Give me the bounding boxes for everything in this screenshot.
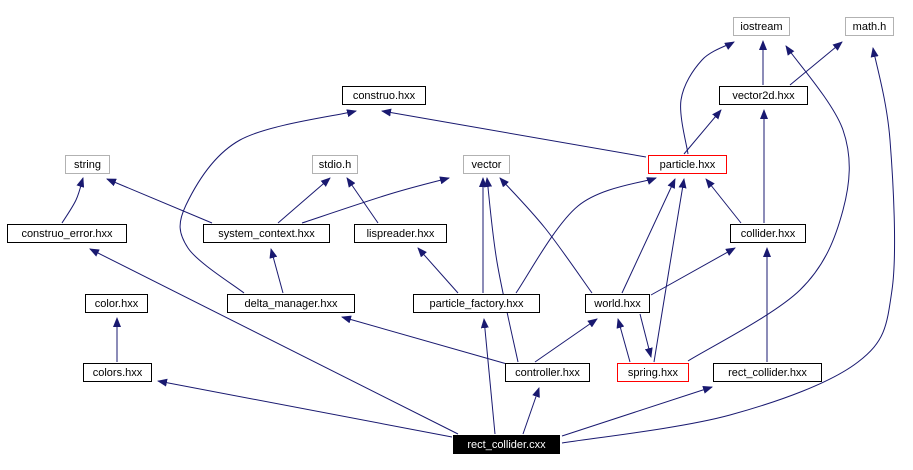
node-string[interactable]: string [65, 155, 110, 174]
edge-collider.hxx-to-particle.hxx [705, 178, 742, 224]
edge-world.hxx-to-collider.hxx [650, 247, 736, 296]
node-label: vector [471, 158, 502, 171]
node-label: particle_factory.hxx [429, 297, 524, 310]
edge-rect_collider.cxx-to-controller.hxx [522, 387, 540, 435]
edge-system_context.hxx-to-stdio.h [277, 177, 331, 224]
node-label: stdio.h [318, 158, 352, 171]
node-label: delta_manager.hxx [244, 297, 338, 310]
node-construo_error.hxx[interactable]: construo_error.hxx [7, 224, 127, 243]
edge-delta_manager.hxx-to-construo.hxx [179, 109, 357, 294]
node-delta_manager.hxx[interactable]: delta_manager.hxx [227, 294, 355, 313]
node-label: rect_collider.hxx [728, 366, 807, 379]
edge-world.hxx-to-vector [499, 177, 593, 294]
node-label: vector2d.hxx [732, 89, 795, 102]
edge-lispreader.hxx-to-stdio.h [346, 177, 379, 224]
edge-particle_factory.hxx-to-particle.hxx [515, 177, 657, 294]
edge-delta_manager.hxx-to-system_context.hxx [269, 248, 284, 294]
node-label: particle.hxx [659, 158, 716, 171]
node-rect_collider.cxx: rect_collider.cxx [453, 435, 560, 454]
edge-rect_collider.cxx-to-rect_collider.hxx [561, 385, 713, 437]
node-colors.hxx[interactable]: colors.hxx [83, 363, 152, 382]
node-color.hxx[interactable]: color.hxx [85, 294, 148, 313]
edge-world.hxx-to-spring.hxx [639, 313, 653, 358]
edge-vector2d.hxx-to-math.h [789, 41, 843, 86]
edge-controller.hxx-to-world.hxx [534, 318, 598, 363]
edge-spring.hxx-to-particle.hxx [653, 178, 687, 363]
node-collider.hxx[interactable]: collider.hxx [730, 224, 806, 243]
node-label: construo.hxx [352, 89, 416, 102]
node-rect_collider.hxx[interactable]: rect_collider.hxx [713, 363, 822, 382]
node-label: spring.hxx [627, 366, 679, 379]
node-spring.hxx[interactable]: spring.hxx [617, 363, 689, 382]
node-label: controller.hxx [515, 366, 580, 379]
node-particle.hxx[interactable]: particle.hxx [648, 155, 727, 174]
node-label: color.hxx [94, 297, 139, 310]
node-construo.hxx[interactable]: construo.hxx [342, 86, 426, 105]
edge-particle.hxx-to-vector2d.hxx [683, 109, 722, 155]
node-stdio.h[interactable]: stdio.h [312, 155, 358, 174]
edge-particle.hxx-to-iostream [680, 41, 735, 155]
edge-spring.hxx-to-iostream [687, 45, 850, 362]
edge-system_context.hxx-to-string [106, 178, 213, 224]
node-label: construo_error.hxx [21, 227, 113, 240]
node-vector2d.hxx[interactable]: vector2d.hxx [719, 86, 808, 105]
edge-system_context.hxx-to-vector [301, 176, 450, 224]
node-controller.hxx[interactable]: controller.hxx [505, 363, 590, 382]
edge-rect_collider.cxx-to-colors.hxx [157, 378, 453, 438]
edge-controller.hxx-to-vector [484, 177, 519, 363]
edge-controller.hxx-to-delta_manager.hxx [341, 315, 508, 365]
node-label: world.hxx [594, 297, 641, 310]
node-lispreader.hxx[interactable]: lispreader.hxx [354, 224, 447, 243]
edge-rect_collider.cxx-to-construo_error.hxx [89, 248, 459, 435]
node-system_context.hxx[interactable]: system_context.hxx [203, 224, 330, 243]
edge-rect_collider.cxx-to-particle_factory.hxx [480, 318, 496, 435]
node-iostream[interactable]: iostream [733, 17, 790, 36]
edge-spring.hxx-to-world.hxx [616, 318, 631, 363]
node-label: iostream [740, 20, 783, 33]
node-math.h[interactable]: math.h [845, 17, 894, 36]
edge-rect_collider.cxx-to-math.h [561, 47, 896, 444]
node-label: system_context.hxx [218, 227, 315, 240]
edge-construo_error.hxx-to-string [61, 177, 85, 224]
node-label: rect_collider.cxx [467, 438, 546, 451]
edge-world.hxx-to-particle.hxx [621, 178, 676, 294]
node-vector[interactable]: vector [463, 155, 510, 174]
node-world.hxx[interactable]: world.hxx [585, 294, 650, 313]
node-label: colors.hxx [92, 366, 143, 379]
node-label: collider.hxx [740, 227, 796, 240]
node-label: lispreader.hxx [366, 227, 435, 240]
edge-particle.hxx-to-construo.hxx [381, 108, 647, 158]
edge-particle_factory.hxx-to-lispreader.hxx [417, 247, 459, 294]
node-particle_factory.hxx[interactable]: particle_factory.hxx [413, 294, 540, 313]
node-label: string [74, 158, 101, 171]
node-label: math.h [852, 20, 887, 33]
